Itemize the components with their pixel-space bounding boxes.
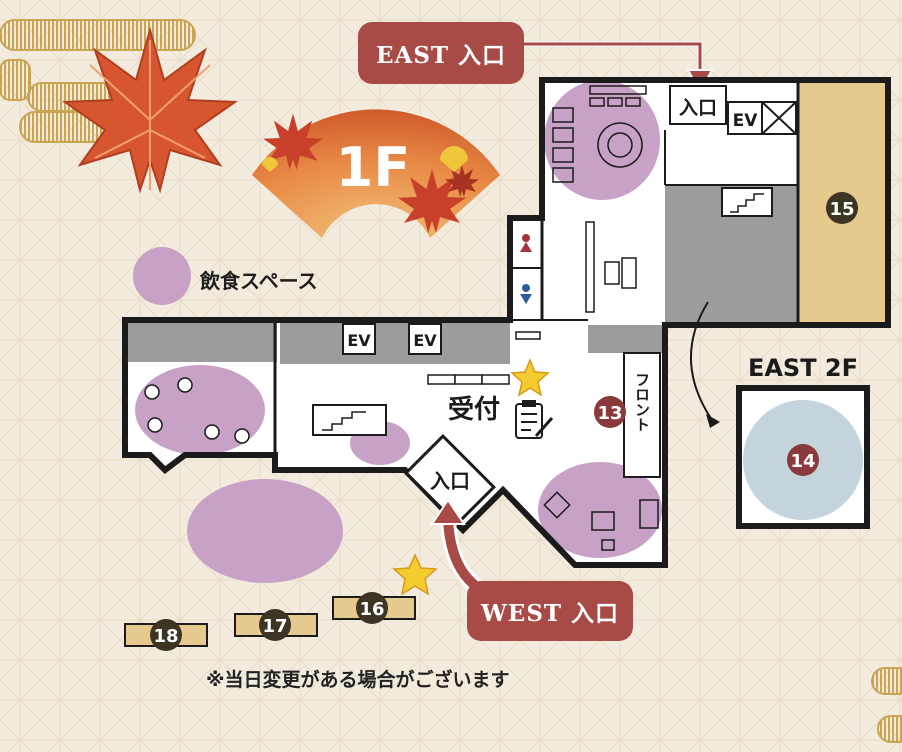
maple-leaf-icon [445, 165, 479, 197]
ginkgo-leaf-icon [262, 157, 278, 172]
maple-leaf-icon [263, 113, 323, 170]
ev-label: EV [733, 111, 759, 131]
marker-18[interactable]: 18 [150, 619, 182, 651]
svg-text:17: 17 [262, 616, 287, 637]
marker-15[interactable]: 15 [826, 192, 858, 224]
gray-area [280, 322, 510, 364]
front-desk [623, 352, 661, 478]
west-entrance-tag[interactable]: WEST 入口 [467, 581, 633, 641]
star-icon [392, 553, 438, 596]
svg-text:13: 13 [597, 403, 622, 424]
marker-14[interactable]: 14 [787, 444, 819, 476]
ginkgo-leaf-icon [440, 146, 468, 172]
table-icon [552, 85, 647, 313]
elevator-icon [408, 323, 442, 355]
dining-legend-swatch [133, 247, 191, 305]
ev-label: EV [347, 331, 371, 350]
dining-area [538, 462, 662, 558]
change-notice: ※当日変更がある場合がございます [206, 669, 510, 691]
east-entrance-door [669, 85, 727, 125]
arrow-icon [706, 414, 720, 428]
fan-decoration: 1F [252, 109, 500, 238]
svg-text:15: 15 [829, 199, 854, 220]
entrance-label: 入口 [430, 469, 470, 493]
stairs-icon [312, 404, 387, 436]
gray-area [588, 325, 663, 353]
dining-area [187, 479, 343, 583]
reception-label: 受付 [448, 394, 500, 425]
star-icon [510, 358, 550, 397]
dining-area [135, 365, 265, 455]
clipboard-icon [515, 400, 554, 439]
table-icon [543, 491, 659, 551]
maple-leaf-icon [398, 169, 466, 233]
cloud-pattern-icon [871, 667, 902, 743]
marker-17[interactable]: 17 [259, 609, 291, 641]
restroom-female-icon [520, 234, 532, 252]
maple-leaf-icon [62, 26, 238, 194]
stairs-icon [721, 187, 773, 217]
ev-label: EV [413, 331, 437, 350]
counter [515, 331, 541, 340]
table-icon [144, 377, 250, 444]
east-entrance-tag[interactable]: EAST 入口 [358, 22, 524, 84]
east-2f-label: EAST 2F [748, 354, 858, 382]
dining-legend-label: 飲食スペース [200, 269, 318, 293]
gray-area [127, 322, 277, 362]
front-label: フロント [633, 372, 651, 432]
svg-text:16: 16 [359, 599, 384, 620]
svg-text:14: 14 [790, 451, 815, 472]
elevator-icon [342, 323, 376, 355]
elevator-icon [727, 101, 763, 135]
restroom-male-icon [520, 284, 532, 304]
marker-13[interactable]: 13 [594, 396, 626, 428]
marker-16[interactable]: 16 [356, 592, 388, 624]
entrance-label: 入口 [679, 97, 717, 119]
floor-label: 1F [336, 136, 410, 199]
reception-counter [427, 374, 510, 385]
west-entrance-door [404, 434, 496, 526]
building-1f: 入口 EV EV EV フロント 入口 [122, 77, 891, 568]
arrow-icon [430, 498, 466, 525]
svg-text:18: 18 [153, 626, 178, 647]
